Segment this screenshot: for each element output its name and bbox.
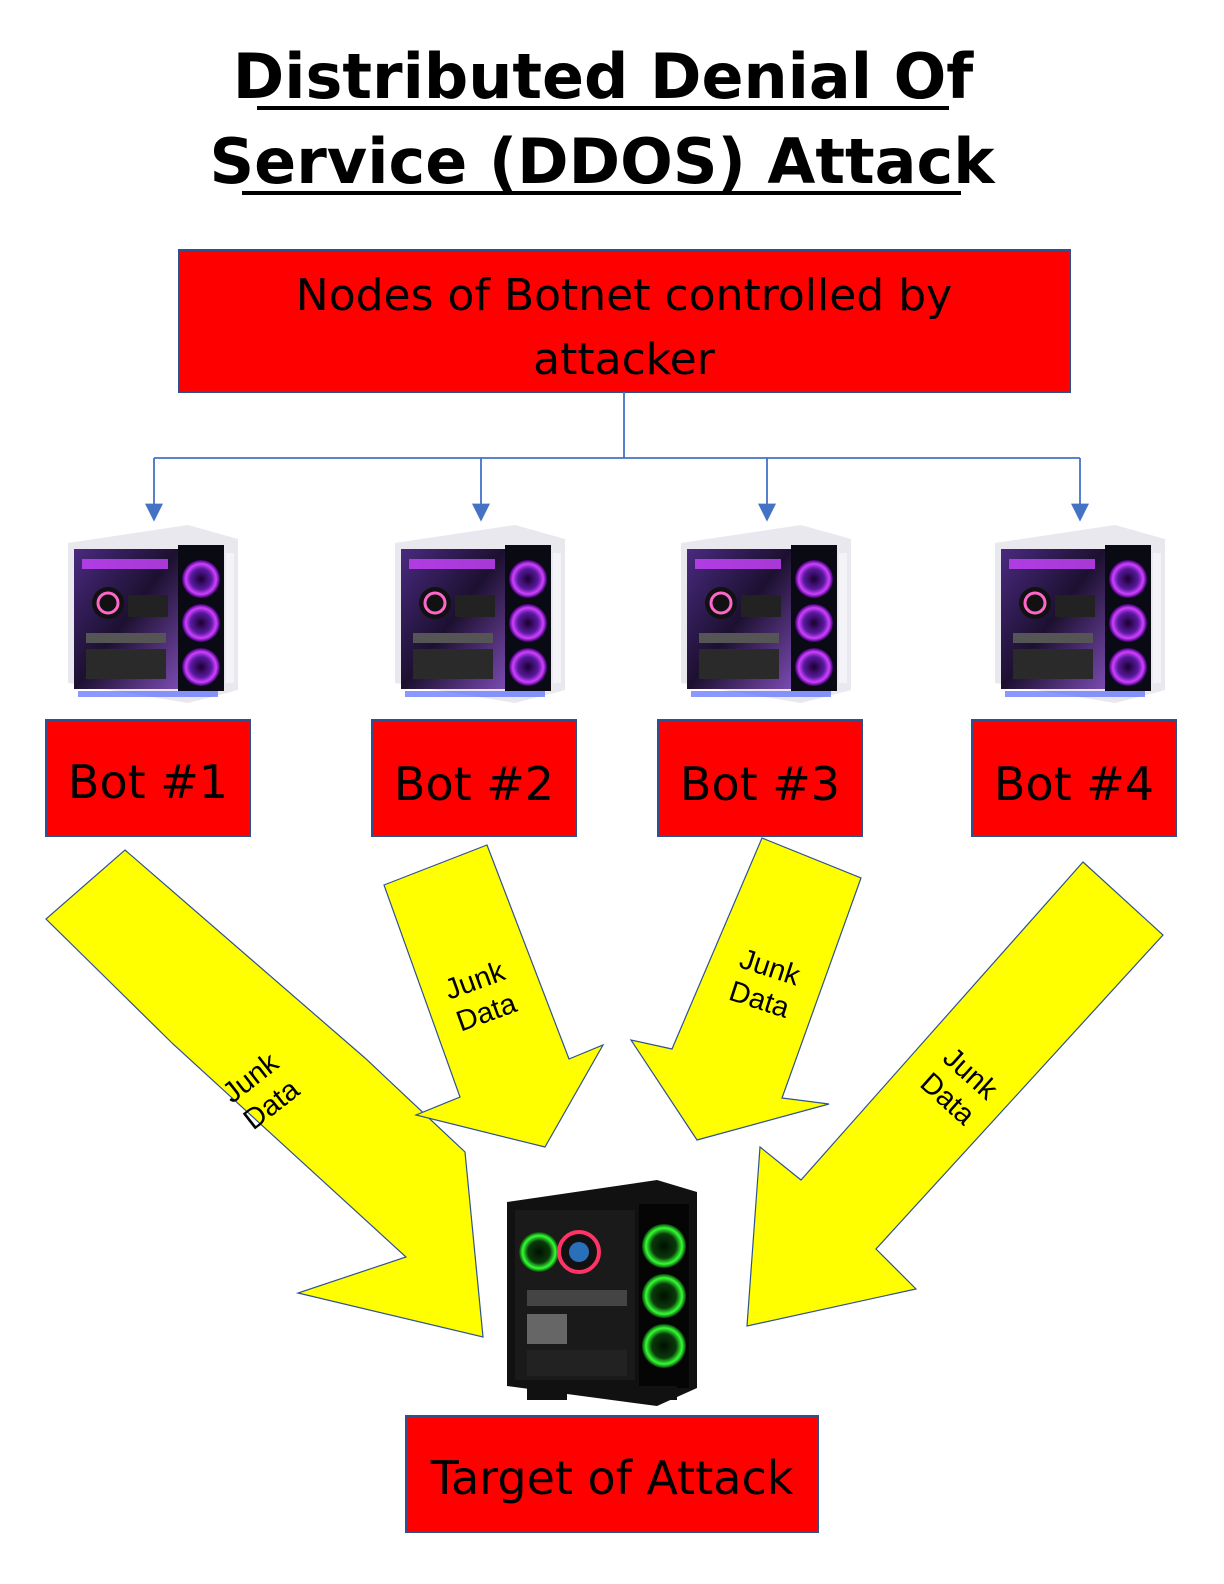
target-box: Target of Attack [405, 1415, 819, 1533]
bot-1-computer-icon [66, 523, 240, 705]
junk-data-arrow-1: Junk Data [45, 849, 484, 1338]
title-underline-1 [257, 106, 949, 110]
bot-label: Bot #4 [994, 757, 1154, 811]
bot-4-computer-icon [993, 523, 1167, 705]
connector-tree [145, 392, 1089, 522]
target-computer-icon [505, 1178, 699, 1408]
bot-box-2: Bot #2 [371, 719, 577, 837]
bot-label: Bot #2 [394, 757, 554, 811]
bot-2-computer-icon [393, 523, 567, 705]
title-line-2: Service (DDOS) Attack [210, 125, 997, 198]
controller-label-line-1: Nodes of Botnet controlled by [296, 270, 952, 321]
title-line-1: Distributed Denial Of [233, 40, 975, 113]
bot-box-3: Bot #3 [657, 719, 863, 837]
target-label: Target of Attack [430, 1451, 794, 1505]
controller-box: Nodes of Botnet controlled by attacker [178, 249, 1071, 393]
bot-label: Bot #3 [680, 757, 840, 811]
bot-label: Bot #1 [68, 755, 228, 809]
bot-3-computer-icon [679, 523, 853, 705]
junk-data-arrow-2: Junk Data [383, 844, 605, 1148]
diagram-title: Distributed Denial Of Service (DDOS) Att… [210, 40, 997, 198]
title-underline-2 [242, 191, 961, 195]
junk-data-arrow-4: Junk Data [746, 861, 1164, 1327]
junk-data-arrow-3: Junk Data [629, 837, 862, 1141]
bot-box-1: Bot #1 [45, 719, 251, 837]
controller-label-line-2: attacker [533, 334, 716, 385]
bot-box-4: Bot #4 [971, 719, 1177, 837]
